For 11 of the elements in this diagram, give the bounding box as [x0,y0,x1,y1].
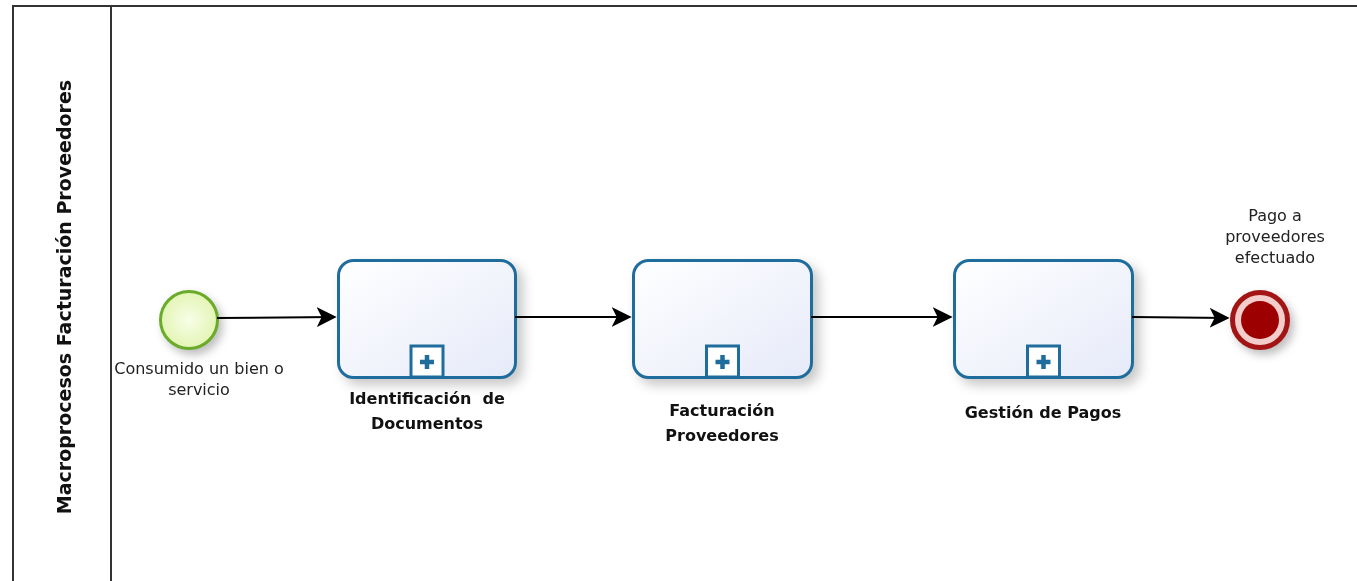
pool-title: Macroprocesos Facturación Proveedores [53,79,75,515]
sequence-flow-arrow [216,307,337,328]
task-label: Facturación Proveedores [664,400,780,447]
sequence-flow-arrow [810,307,953,327]
event-label: Consumido un bien o servicio [113,358,285,400]
event-label: Pago a proveedores efectuado [1224,205,1326,268]
sequence-flow-arrow [1131,307,1230,328]
task-label: Gestión de Pagos [963,402,1123,424]
sequence-flow-arrow [514,307,632,327]
task-label: Identificación de Documentos [348,388,506,435]
pool [12,5,1357,581]
